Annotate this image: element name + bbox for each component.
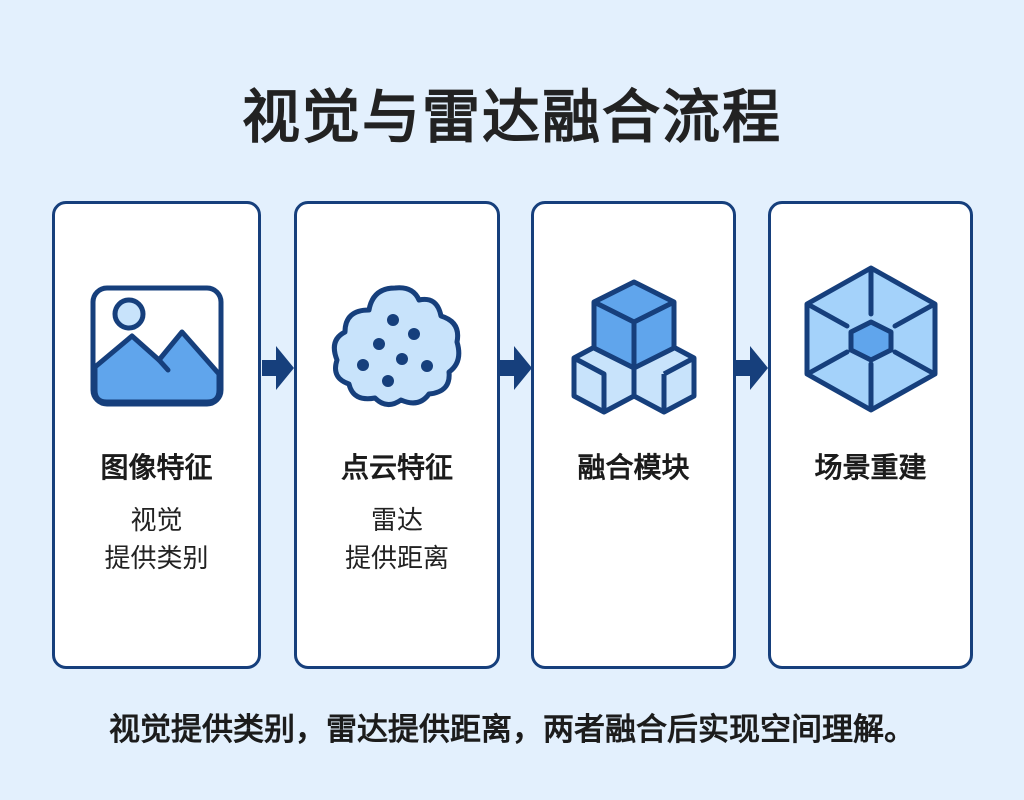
card-scene-reconstruction: 场景重建 [768, 201, 973, 669]
card-point-cloud-features: 点云特征 雷达提供距离 [294, 201, 500, 669]
card-sub-line: 提供类别 [104, 544, 209, 574]
summary-caption: 视觉提供类别，雷达提供距离，两者融合后实现空间理解。 [109, 712, 915, 748]
card-sub-line: 雷达 [370, 506, 423, 536]
card-image-features: 图像特征 视觉提供类别 [52, 201, 261, 669]
image-icon [90, 285, 223, 407]
card-subtitle: 视觉提供类别 [55, 502, 258, 578]
point-cloud-icon [331, 285, 462, 407]
card-fusion-module: 融合模块 [531, 201, 736, 669]
card-title: 融合模块 [577, 451, 690, 484]
arrow-right-icon [736, 346, 768, 390]
arrow-right-icon [262, 346, 294, 390]
card-title: 场景重建 [814, 451, 927, 484]
card-sub-line: 视觉 [130, 506, 183, 536]
page-title: 视觉与雷达融合流程 [241, 83, 782, 151]
card-sub-line: 提供距离 [344, 544, 449, 574]
card-subtitle: 雷达提供距离 [297, 502, 497, 578]
card-title: 图像特征 [100, 451, 213, 484]
arrow-right-icon [500, 346, 532, 390]
cubes-icon [571, 279, 696, 415]
card-title: 点云特征 [340, 451, 453, 484]
hexagon-scene-icon [804, 265, 937, 413]
